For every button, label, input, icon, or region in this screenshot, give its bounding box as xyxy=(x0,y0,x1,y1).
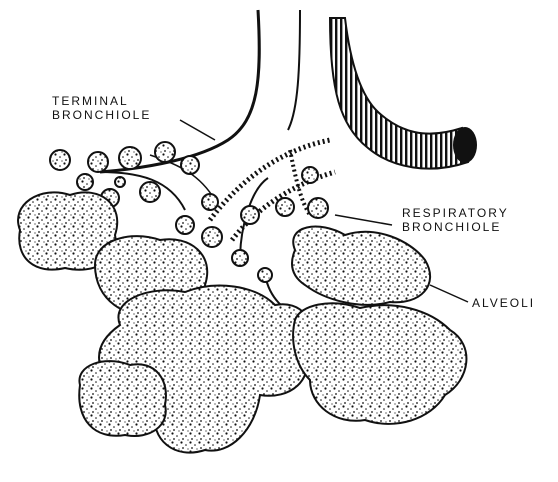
label-line-2: BRONCHIOLE xyxy=(402,220,509,234)
cluster-right-upper xyxy=(292,227,430,305)
large-bronchus-wall-inner xyxy=(288,10,300,130)
terminal-bronchiole-label: TERMINAL BRONCHIOLE xyxy=(52,94,151,122)
alveoli-label: ALVEOLI xyxy=(472,296,535,310)
ringed-bronchus-opening xyxy=(453,127,477,163)
alveoli-leader xyxy=(430,285,468,302)
label-line-1: RESPIRATORY xyxy=(402,206,509,220)
ringed-bronchus xyxy=(330,18,468,169)
respiratory-bronchiole-leader xyxy=(335,215,392,225)
cluster-right-lower xyxy=(293,303,466,424)
terminal-bronchiole-leader xyxy=(180,120,215,140)
cluster-left-lower xyxy=(79,361,166,436)
label-line-1: TERMINAL xyxy=(52,94,151,108)
respiratory-bronchiole-label: RESPIRATORY BRONCHIOLE xyxy=(402,206,509,234)
label-line-2: BRONCHIOLE xyxy=(52,108,151,122)
